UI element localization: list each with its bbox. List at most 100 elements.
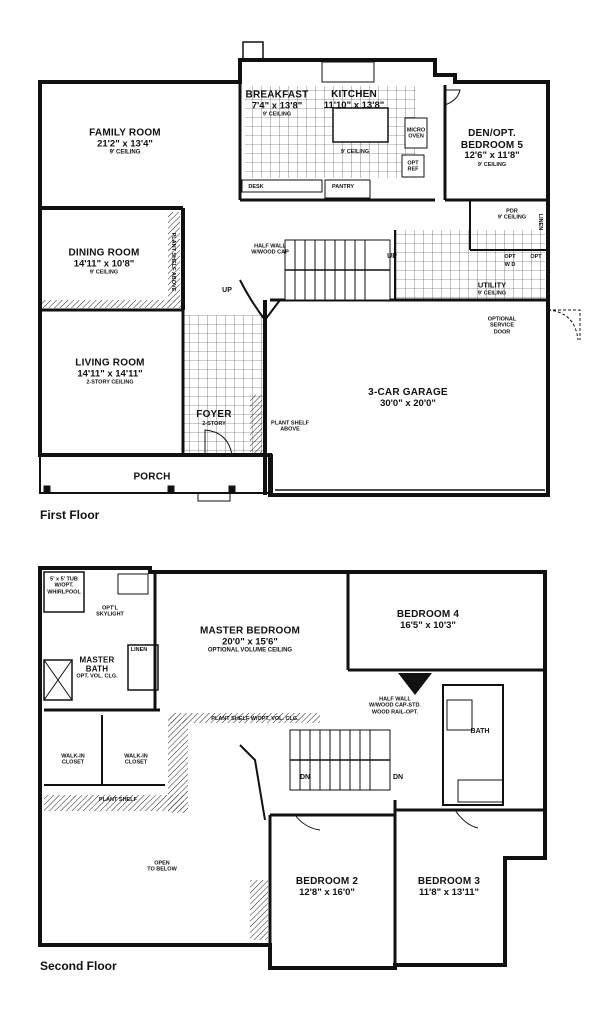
first-floor-outer-wall [38,58,550,497]
dn-label-1: DN [299,773,311,781]
dining-room-dim: 14'11" x 10'8" [73,258,135,270]
tub-label: 5' x 5' TUB W/OPT. WHIRLPOOL [47,576,81,596]
first-floor-plan [38,41,581,502]
service-door-swing [547,309,581,341]
master-bedroom-name: MASTER BEDROOM [199,625,301,637]
den-label: DEN/OPT. BEDROOM 5 12'6" x 11'8" 9' CEIL… [461,128,523,168]
upper-plant-shelf-clg [170,713,320,723]
den-name-2: BEDROOM 5 [460,139,524,151]
porch [39,454,273,494]
living-plant-shelf [42,300,182,308]
hall-bath-vanity [446,699,473,731]
bedroom3-name: BEDROOM 3 [417,875,481,887]
foyer-plant-shelf [250,395,262,455]
garage-label: 3-CAR GARAGE 30'0" x 20'0" [368,387,448,409]
living-room-dim: 14'11" x 14'11" [77,368,143,380]
bedroom2-dim: 12'8" x 16'0" [299,886,355,898]
pdr-ceiling: 9' CEILING [497,215,527,221]
breakfast-label: BREAKFAST 7'4" x 13'8" 9' CEILING [246,90,309,119]
foyer-name: FOYER [196,409,232,421]
up-label-1: UP [222,286,232,294]
second-floor-stairs [239,729,391,821]
upper-plant-shelf-h [44,795,184,811]
bedroom4-name: BEDROOM 4 [396,608,460,620]
foyer-sub: 2-STORY [202,420,226,427]
kitchen-dim: 11'10" x 13'8" [323,99,385,111]
bedroom4-label: BEDROOM 4 16'5" x 10'3" [397,609,459,631]
master-bath-ceiling: OPT. VOL. CLG. [76,674,118,681]
living-room-ceiling: 2-STORY CEILING [86,380,134,387]
bedroom3-label: BEDROOM 3 11'8" x 13'11" [418,876,480,898]
bedroom3-door-swing [454,809,479,829]
living-room-name: LIVING ROOM [75,357,145,369]
master-bedroom-dim: 20'0" x 15'6" [222,635,278,647]
pantry-label: PANTRY [332,183,354,190]
master-bedroom-label: MASTER BEDROOM 20'0" x 15'6" OPTIONAL VO… [200,625,300,654]
second-floor-plan [38,566,547,970]
fridge-space [401,154,425,178]
hall-bath-label: BATH [470,727,490,735]
upper-plant-shelf-v [168,718,188,813]
opt-label: OPT [504,253,516,260]
plant-shelf-above-label: PLANT SHELF ABOVE [271,420,309,433]
bedroom2-label: BEDROOM 2 12'8" x 16'0" [296,876,358,898]
plant-shelf-clg-label: PLANT SHELF W/OPT. VOL. CLG. [211,715,299,722]
hall-bath [442,684,504,806]
utility-ceiling: 9' CEILING [477,290,507,297]
chimney [242,41,264,61]
breakfast-ceiling: 9' CEILING [262,112,292,119]
master-shower-x2 [43,659,73,701]
front-door-swing [204,429,233,456]
toilet-room [127,644,159,691]
up-label-2: UP [387,252,397,260]
optional-service-door-label: OPTIONAL SERVICE DOOR [487,316,517,336]
breakfast-name: BREAKFAST [245,89,309,101]
family-room-ceiling: 9' CEILING [109,149,141,156]
bedroom3-dim: 11'8" x 13'11" [418,886,480,898]
porch-step [197,492,231,502]
dn-label-2: DN [392,773,404,781]
walkin-closet-1-label: WALK-IN CLOSET [61,753,85,766]
den-door-swing [444,89,461,106]
second-floor-caption: Second Floor [40,959,117,973]
open-edge-hatch [250,880,268,940]
hall-bath-tub [457,779,504,803]
kitchen-island [332,107,389,143]
garage-name: 3-CAR GARAGE [368,386,448,398]
dining-room-ceiling: 9' CEILING [89,270,119,277]
utility-label: UTILITY 9' CEILING [477,280,507,297]
plant-shelf-label: PLANT SHELF [99,796,137,803]
first-floor-caption: First Floor [40,508,100,522]
den-ceiling: 9' CEILING [477,161,507,168]
porch-column-right [228,485,236,493]
garage-dim: 30'0" x 20'0" [380,397,436,409]
upper-half-wall-label: HALF WALL W/WOOD CAP-STD. WOOD RAIL-OPT. [369,696,421,716]
skylight-label: OPT'L SKYLIGHT [96,605,124,618]
upper-linen-label: LINEN [130,646,148,653]
porch-column-mid [167,485,175,493]
master-tub [43,571,85,613]
plant-shelf-vertical-label: PLANT SHELF ABOVE [170,232,177,292]
pantry-closet [324,179,371,199]
master-shower [43,659,73,701]
desk-label: DESK [248,183,264,190]
porch-column-left [43,485,51,493]
dining-plant-shelf [168,212,180,302]
family-room-name: FAMILY ROOM [89,127,161,139]
open-to-below-label: OPEN TO BELOW [147,860,177,873]
bedroom2-name: BEDROOM 2 [295,875,359,887]
utility-name: UTILITY [477,280,507,290]
stair-triangle [398,673,432,695]
porch-label: PORCH [133,471,171,483]
living-room-label: LIVING ROOM 14'11" x 14'11" 2-STORY CEIL… [75,358,144,387]
kitchen-sink [321,61,375,83]
linen-label: LINEN [537,213,544,231]
kitchen-label: KITCHEN 11'10" x 13'8" [324,89,385,111]
opt-ref-label: OPT REF [407,160,419,173]
pdr-label: PDR 9' CEILING [498,209,526,222]
master-bedroom-ceiling: OPTIONAL VOLUME CEILING [207,647,293,654]
micro-oven-label: MICRO OVEN [406,127,426,140]
dining-room-name: DINING ROOM [68,247,140,259]
foyer-tile-floor [183,315,263,455]
